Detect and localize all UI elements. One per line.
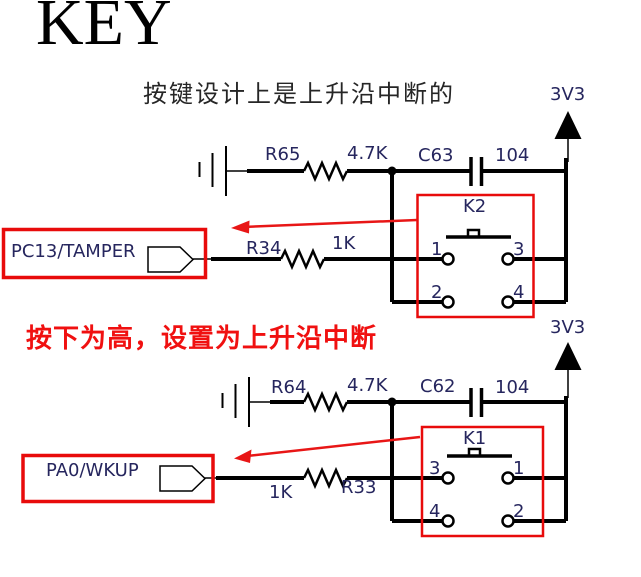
button-k1-ref: K1: [463, 428, 487, 449]
k2-pin-2-label: 2: [431, 282, 443, 303]
capacitor-c63-value: 104: [495, 145, 530, 166]
highlight-box-k1: [420, 425, 545, 538]
wires-bottom: [216, 396, 568, 523]
port-symbol-pa0: [159, 465, 218, 492]
top-annotation: 按键设计上是上升沿中断的: [143, 80, 455, 108]
power-symbol-bottom: [554, 342, 582, 398]
junction-dot-top: [387, 166, 397, 176]
button-pins-k1: [441, 471, 515, 528]
k1-pin-4-label: 4: [429, 501, 441, 522]
ground-symbol-bottom: [221, 377, 274, 427]
page-title: KEY: [36, 0, 172, 59]
resistor-r64: [302, 390, 349, 414]
k2-pin-3-label: 3: [513, 239, 525, 260]
k1-pin-2-label: 2: [513, 501, 525, 522]
port-pc13-label: PC13/TAMPER: [11, 241, 136, 262]
highlight-box-pa0: [21, 453, 215, 504]
junction-dot-bottom: [387, 397, 397, 407]
k1-pin-1-label: 1: [513, 458, 525, 479]
port-symbol-pc13: [147, 246, 214, 273]
resistor-r33-value: 1K: [269, 482, 293, 503]
k2-pin-1-label: 1: [431, 239, 443, 260]
port-pa0-label: PA0/WKUP: [46, 460, 139, 481]
resistor-r33: [302, 466, 349, 490]
resistor-r65-value: 4.7K: [347, 143, 388, 164]
power-label-bottom: 3V3: [550, 317, 586, 338]
resistor-r33-ref: R33: [341, 477, 377, 498]
red-annotation: 按下为高，设置为上升沿中断: [26, 324, 378, 354]
resistor-r65: [302, 159, 349, 183]
capacitor-c63-ref: C63: [418, 145, 454, 166]
resistor-r64-value: 4.7K: [347, 375, 388, 396]
capacitor-c62-value: 104: [495, 377, 530, 398]
capacitor-c62-ref: C62: [420, 376, 456, 397]
resistor-r34: [279, 247, 326, 271]
power-label-top: 3V3: [550, 84, 586, 105]
ground-symbol-top: [198, 146, 252, 196]
highlight-box-pc13: [1, 227, 208, 280]
button-symbol-k1: [447, 447, 512, 458]
resistor-r65-ref: R65: [265, 144, 301, 165]
k2-pin-4-label: 4: [513, 282, 525, 303]
resistor-r34-ref: R34: [246, 238, 282, 259]
highlight-box-k2: [416, 193, 535, 319]
button-k2-ref: K2: [463, 196, 487, 217]
capacitor-c63: [469, 157, 484, 186]
button-symbol-k2: [446, 228, 511, 239]
capacitor-c62: [469, 388, 484, 417]
button-pins-k2: [441, 252, 515, 309]
wires-top: [211, 158, 568, 304]
red-arrow-bottom: [234, 435, 421, 463]
red-arrow-top: [231, 218, 418, 234]
resistor-r34-value: 1K: [332, 233, 356, 254]
power-symbol-top: [554, 111, 582, 162]
k1-pin-3-label: 3: [429, 458, 441, 479]
resistor-r64-ref: R64: [271, 377, 307, 398]
